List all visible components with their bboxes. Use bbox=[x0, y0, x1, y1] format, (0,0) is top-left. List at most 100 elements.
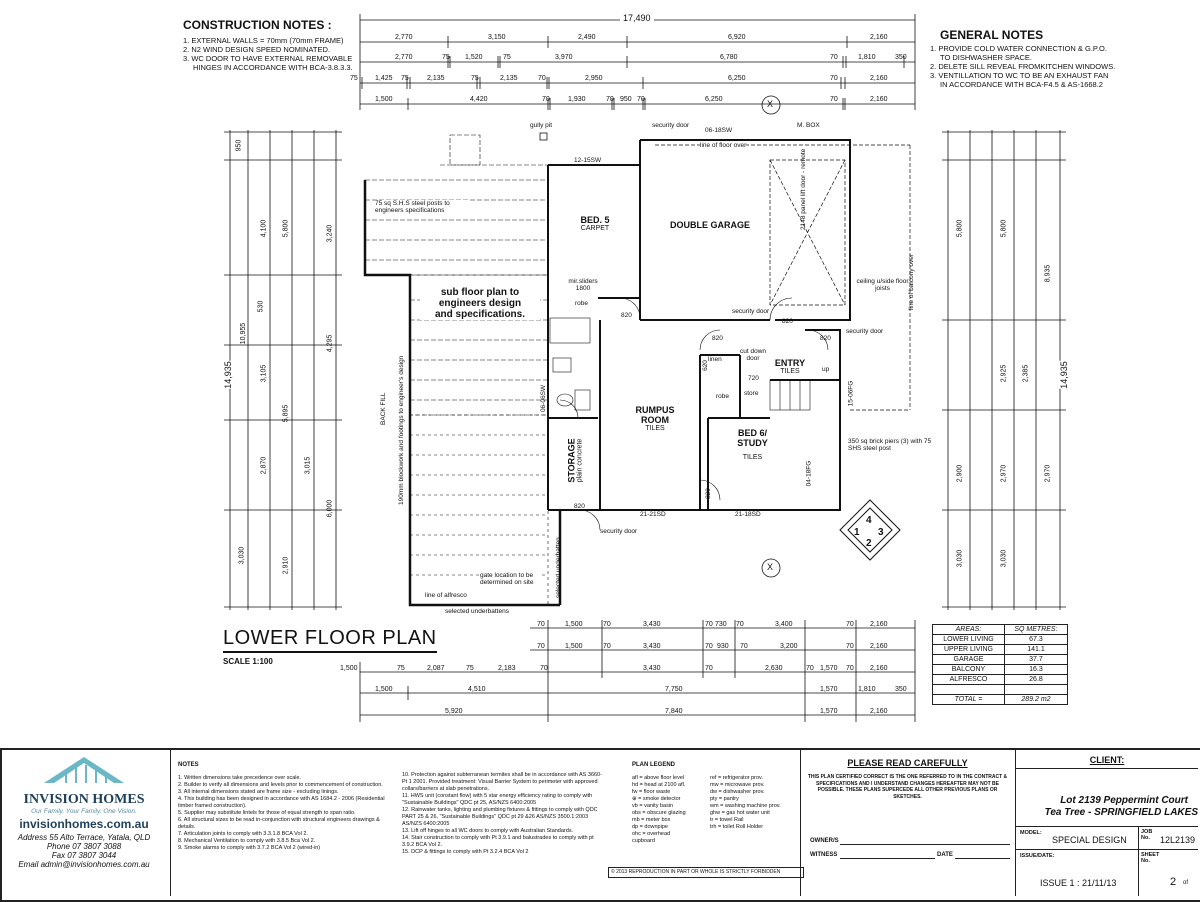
dim-label: 70 bbox=[537, 643, 545, 650]
dim-label: 5,920 bbox=[445, 708, 463, 715]
company-email[interactable]: Email admin@invisionhomes.com.au bbox=[18, 860, 150, 869]
area-total-label: TOTAL = bbox=[932, 694, 1005, 705]
dim-label: 2,630 bbox=[765, 665, 783, 672]
construction-notes: CONSTRUCTION NOTES : 1. EXTERNAL WALLS =… bbox=[183, 18, 353, 72]
area-total-value: 289.2 m2 bbox=[1003, 694, 1069, 705]
dim-label: 950 bbox=[235, 139, 243, 152]
company-phone: Phone 07 3807 3088 bbox=[46, 842, 122, 851]
dim-label: 2,135 bbox=[500, 75, 518, 82]
dim-label: 1,500 bbox=[375, 96, 393, 103]
general-note: 2. DELETE SILL REVEAL FROMKITCHEN WINDOW… bbox=[930, 62, 1116, 71]
dim-label: 70 bbox=[606, 96, 614, 103]
note-item: 11. HWS unit (constant flow) with 5 star… bbox=[402, 793, 593, 806]
areas-header-cell: AREAS: bbox=[932, 624, 1005, 635]
witness-label: WITNESS bbox=[810, 852, 838, 858]
dim-label: 930 bbox=[717, 643, 729, 650]
dim-label: 350 bbox=[895, 686, 907, 693]
dim-label: 70 bbox=[740, 643, 748, 650]
legend-item: hd = head at 2100 afl. bbox=[632, 782, 686, 788]
date-signature-line[interactable] bbox=[955, 858, 1010, 859]
dim-label: 8,935 bbox=[1044, 264, 1052, 283]
dim-label: 1,425 bbox=[375, 75, 393, 82]
legend-item: obs = obscure glazing bbox=[632, 810, 686, 816]
label-line-floor-over: line of floor over bbox=[700, 142, 747, 149]
dim-label: 4,510 bbox=[468, 686, 486, 693]
divider bbox=[1015, 750, 1016, 896]
divider bbox=[1138, 826, 1139, 896]
note-item: 10. Protection against subterranean term… bbox=[402, 772, 602, 792]
label-panel-lift: 2148 panel lift door - remote bbox=[800, 148, 807, 230]
company-name: INVISION HOMES bbox=[23, 792, 145, 807]
witness-signature-line[interactable] bbox=[840, 858, 935, 859]
legend-item: ohc = overhead cupboard bbox=[632, 831, 671, 844]
dim-label: 2,160 bbox=[870, 621, 888, 628]
dim-label: 2,910 bbox=[282, 556, 290, 575]
note-item: 4. This building has been designed in ac… bbox=[178, 796, 385, 809]
legend-item: vb = vanity basin bbox=[632, 803, 674, 809]
divider bbox=[800, 750, 801, 896]
label-door-820: 820 bbox=[704, 488, 712, 499]
room-finish: TILES bbox=[780, 368, 800, 375]
notes-title: NOTES bbox=[178, 762, 199, 768]
dim-label: 70 bbox=[830, 54, 838, 61]
label-line-alfresco: line of alfresco bbox=[425, 592, 467, 599]
issue-value: ISSUE 1 : 21/11/13 bbox=[1040, 878, 1117, 888]
label-selected-underbattens: selected underbattens bbox=[445, 608, 509, 615]
dim-label: 3,430 bbox=[643, 643, 661, 650]
dim-label: 2,385 bbox=[1022, 364, 1030, 383]
room-name: ENTRY bbox=[774, 358, 806, 368]
dim-label: 3,970 bbox=[555, 54, 573, 61]
general-notes-title: GENERAL NOTES bbox=[940, 28, 1044, 42]
label-robe: robe bbox=[575, 300, 589, 307]
dim-label: 2,160 bbox=[870, 643, 888, 650]
dim-label: 1,500 bbox=[565, 621, 583, 628]
construction-note: 1. EXTERNAL WALLS = 70mm (70mm FRAME) bbox=[183, 36, 344, 45]
job-number: 12L2139 bbox=[1160, 835, 1196, 845]
dim-label: 2,490 bbox=[578, 34, 596, 41]
dim-label: 75 bbox=[442, 54, 450, 61]
general-note: 3. VENTILLATION TO WC TO BE AN EXHAUST F… bbox=[930, 71, 1109, 80]
owner-signature-line[interactable] bbox=[840, 844, 1010, 845]
legend-item: tr = towel Rail bbox=[710, 817, 744, 823]
label-door-720: 720 bbox=[748, 375, 759, 382]
label-line-balcony: line of balcony over bbox=[908, 253, 915, 310]
compass-n: 4 bbox=[866, 515, 872, 526]
company-logo-icon bbox=[44, 757, 124, 783]
dim-label: 75 bbox=[503, 54, 511, 61]
dim-label: 70 bbox=[846, 665, 854, 672]
legend-item: fw = floor waste bbox=[632, 789, 671, 795]
dim-label: 7,840 bbox=[665, 708, 683, 715]
note-item: 15. DCP & fittings to comply with Pt 3.2… bbox=[402, 849, 529, 855]
note-item: 6. All structural sizes to be read in-co… bbox=[178, 817, 380, 830]
company-tagline: Our Family. Your Family. One Vision. bbox=[31, 808, 137, 815]
legend-title: PLAN LEGEND bbox=[632, 762, 676, 768]
note-item: 5. Supplier may substitute lintels for t… bbox=[178, 810, 356, 816]
table-row: AREAS: SQ METRES: bbox=[932, 624, 1069, 635]
dim-label: 3,400 bbox=[775, 621, 793, 628]
label-door-620: 620 bbox=[701, 360, 709, 371]
dim-label: 70 bbox=[830, 75, 838, 82]
sheet-of: of bbox=[1183, 880, 1189, 886]
dim-label: 2,770 bbox=[395, 54, 413, 61]
label-door-820: 820 bbox=[820, 335, 831, 342]
room-storage: STORAGE plain concrete bbox=[567, 426, 584, 496]
company-website[interactable]: invisionhomes.com.au bbox=[19, 817, 149, 831]
legend-item: trh = toilet Roll Holder bbox=[710, 824, 764, 830]
note-item: 2. Builder to verify all dimensions and … bbox=[178, 782, 383, 788]
label-security-door: security door bbox=[600, 528, 638, 535]
area-value: 37.7 bbox=[1003, 654, 1069, 665]
label-linen: linen bbox=[708, 356, 722, 363]
dim-label: 70 bbox=[736, 621, 744, 628]
compass-s: 2 bbox=[866, 538, 872, 549]
dim-label: 1,930 bbox=[568, 96, 586, 103]
label-back-fill: BACK FILL bbox=[380, 392, 387, 425]
dim-label: 3,105 bbox=[260, 364, 268, 383]
dim-label: 2,925 bbox=[1000, 364, 1008, 383]
company-address: Address 55 Alto Terrace, Yatala, QLD bbox=[17, 833, 151, 842]
label-brick-piers: 350 sq brick piers (3) with 75 SHS steel… bbox=[848, 438, 932, 452]
room-entry: ENTRY TILES bbox=[770, 358, 810, 375]
legend-col2: ref = refrigerator prov. mw = microwave … bbox=[710, 775, 790, 831]
dim-label: 6,000 bbox=[326, 499, 334, 518]
